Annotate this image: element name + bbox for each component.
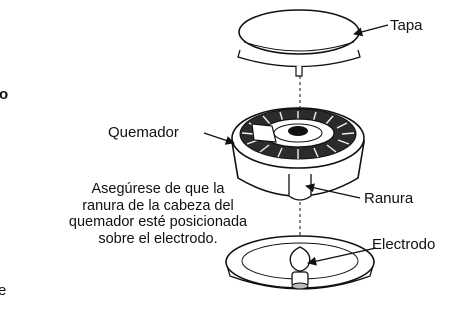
burner-pointer-arrow: [203, 132, 235, 145]
instruction-line: Asegúrese de que la: [91, 181, 225, 197]
burner-label: Quemador: [108, 124, 179, 141]
instruction-line: quemador esté posicionada: [68, 214, 248, 230]
slot-pointer-arrow: [305, 183, 361, 199]
edge-fragment-top: o: [0, 86, 9, 103]
electrode-label: Electrodo: [372, 236, 436, 253]
instruction-line: sobre el electrodo.: [98, 230, 218, 247]
slot-label: Ranura: [364, 190, 414, 207]
lid-cap-shape: [237, 9, 361, 77]
lid-pointer-arrow: [353, 24, 389, 37]
instruction-line: ranura de la cabeza del: [82, 197, 234, 214]
lid-label: Tapa: [390, 17, 423, 34]
burner-head-shape: [230, 107, 366, 201]
electrode-pointer-arrow: [307, 247, 377, 266]
instruction-note: Asegúrese de que la ranura de la cabeza …: [58, 181, 258, 247]
burner-base-shape: [225, 235, 375, 290]
edge-fragment-bottom: e: [0, 282, 7, 299]
